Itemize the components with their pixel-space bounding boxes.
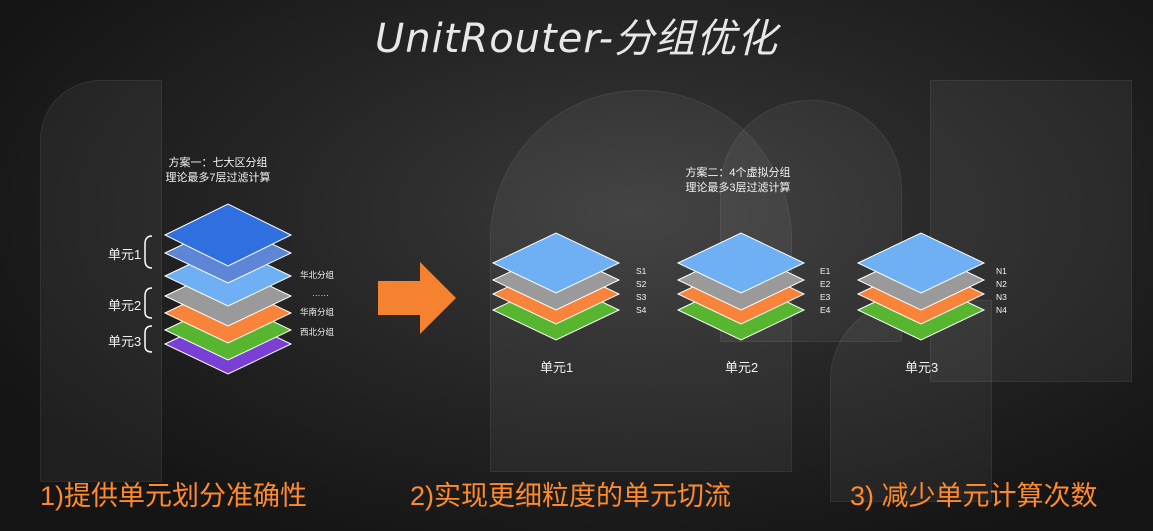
stack2-label-e4: E4 (820, 305, 831, 315)
stack1-label-s1: S1 (636, 266, 647, 276)
stack3-unit-label: 单元3 (905, 360, 939, 375)
arrow-icon (378, 262, 456, 334)
stack3-label-n2: N2 (996, 279, 1007, 289)
bg-tower-left (40, 80, 162, 482)
stack1-label-s2: S2 (636, 279, 647, 289)
stack2-label-e1: E1 (820, 266, 831, 276)
right-caption-line1: 方案二：4个虚拟分组 (685, 167, 791, 179)
bracket-unit2 (144, 287, 153, 319)
stack3-label-n1: N1 (996, 266, 1007, 276)
left-stack (163, 203, 293, 375)
left-caption-line2: 理论最多7层过滤计算 (165, 172, 271, 184)
conclusion-2: 2)实现更细粒度的单元切流 (410, 481, 732, 511)
stack-unit3 (856, 232, 986, 341)
stack-unit1 (491, 232, 621, 341)
stack3-label-n4: N4 (996, 305, 1007, 315)
right-caption: 方案二：4个虚拟分组 理论最多3层过滤计算 (668, 166, 808, 196)
left-caption-line1: 方案一：七大区分组 (168, 157, 268, 169)
page-title: UnitRouter-分组优化 (374, 16, 779, 62)
stack1-label-s4: S4 (636, 305, 647, 315)
stack1-unit-label: 单元1 (540, 360, 574, 375)
conclusion-1: 1)提供单元划分准确性 (40, 481, 308, 511)
stack3-layer-blue (856, 232, 986, 294)
stack1-label-s3: S3 (636, 292, 647, 302)
stack3-label-n3: N3 (996, 292, 1007, 302)
left-layer-1-darkblue (163, 203, 293, 267)
right-caption-line2: 理论最多3层过滤计算 (685, 182, 791, 194)
left-unit-label-2: 单元2 (108, 298, 142, 313)
left-unit-label-3: 单元3 (108, 334, 142, 349)
stack2-unit-label: 单元2 (725, 360, 759, 375)
group-label-huanan: 华南分组 (300, 307, 335, 317)
left-unit-label-1: 单元1 (108, 247, 142, 262)
bracket-unit3 (144, 325, 153, 353)
group-label-huabei: 华北分组 (300, 270, 335, 280)
stack2-label-e3: E3 (820, 292, 831, 302)
group-label-xibei: 西北分组 (300, 327, 335, 337)
stack2-label-e2: E2 (820, 279, 831, 289)
conclusion-3: 3) 减少单元计算次数 (850, 481, 1098, 511)
left-caption: 方案一：七大区分组 理论最多7层过滤计算 (148, 156, 288, 186)
group-label-ellipsis: …… (312, 288, 329, 298)
stack2-layer-blue (676, 232, 806, 294)
bracket-unit1 (144, 235, 153, 269)
stack-unit2 (676, 232, 806, 341)
stack1-layer-blue (491, 232, 621, 294)
